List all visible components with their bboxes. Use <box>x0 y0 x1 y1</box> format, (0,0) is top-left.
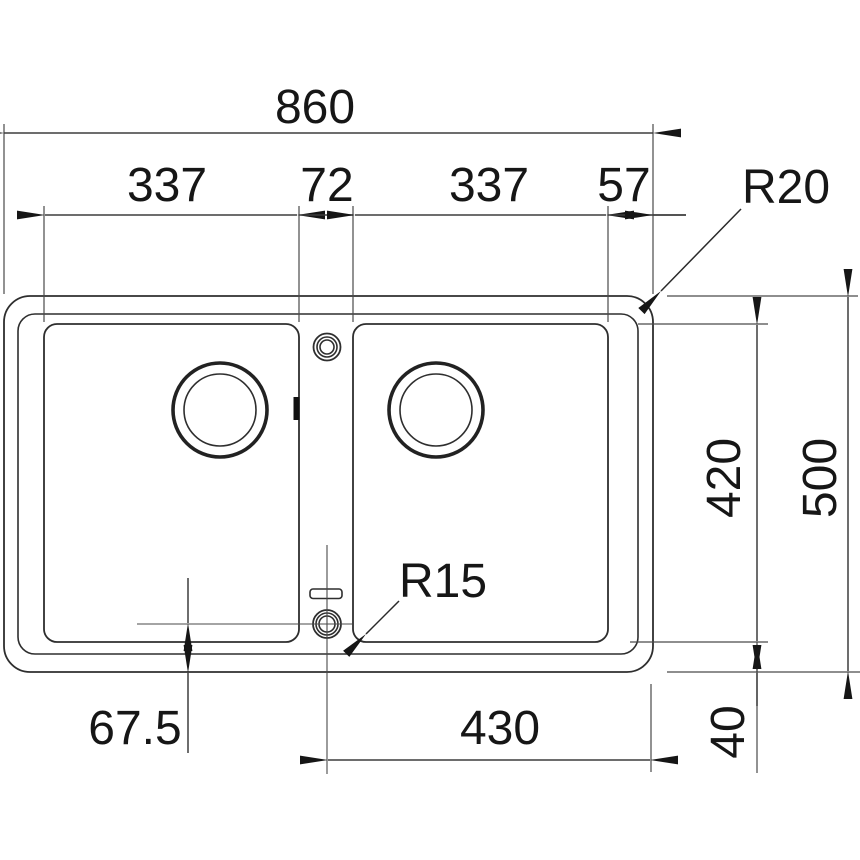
dim-label-r20: R20 <box>742 161 830 214</box>
leader-line <box>343 600 400 657</box>
sink-outer-outline <box>3 295 654 673</box>
sink-body <box>3 295 654 774</box>
dim-label-r15: R15 <box>399 555 487 608</box>
dim-label-430: 430 <box>460 702 540 755</box>
overflow-slot <box>309 588 343 600</box>
right-drain-outer-circle <box>387 361 485 459</box>
dim-label-40: 40 <box>702 705 755 758</box>
dim-overall-depth: 500 <box>667 269 860 699</box>
dim-drain-to-edge: 67.5 <box>88 578 193 755</box>
dim-chain-top: 337 72 337 57 <box>17 159 686 322</box>
left-bowl <box>43 323 300 643</box>
dim-label-72: 72 <box>300 159 353 212</box>
dim-label-57: 57 <box>597 159 650 212</box>
tap-hole-mid-ring <box>316 336 338 358</box>
divider-marker <box>293 397 300 420</box>
right-drain <box>387 361 485 459</box>
dim-label-337-right: 337 <box>449 159 529 212</box>
dim-bottom-margin: 40 <box>702 642 762 773</box>
dim-bowl-depth: 420 <box>630 297 768 669</box>
leader-line <box>638 208 742 315</box>
left-drain-outer-circle <box>171 361 269 459</box>
dim-drain-span: 430 <box>300 684 678 772</box>
tap-hole <box>312 332 342 362</box>
sink-rim-outline <box>17 313 639 655</box>
callout-r20: R20 <box>638 161 830 315</box>
left-drain <box>171 361 269 459</box>
dim-overall-width: 860 <box>0 81 681 294</box>
tap-hole-inner-ring <box>319 339 335 355</box>
dim-label-860: 860 <box>275 81 355 134</box>
dim-label-500: 500 <box>794 438 847 518</box>
tap-hole-outer-ring <box>312 332 342 362</box>
left-drain-inner-circle <box>183 373 257 447</box>
dim-label-420: 420 <box>698 438 751 518</box>
right-drain-inner-circle <box>399 373 473 447</box>
dim-label-67-5: 67.5 <box>88 702 181 755</box>
callout-r15: R15 <box>343 555 487 657</box>
dim-label-337-left: 337 <box>127 159 207 212</box>
right-bowl <box>352 323 609 643</box>
